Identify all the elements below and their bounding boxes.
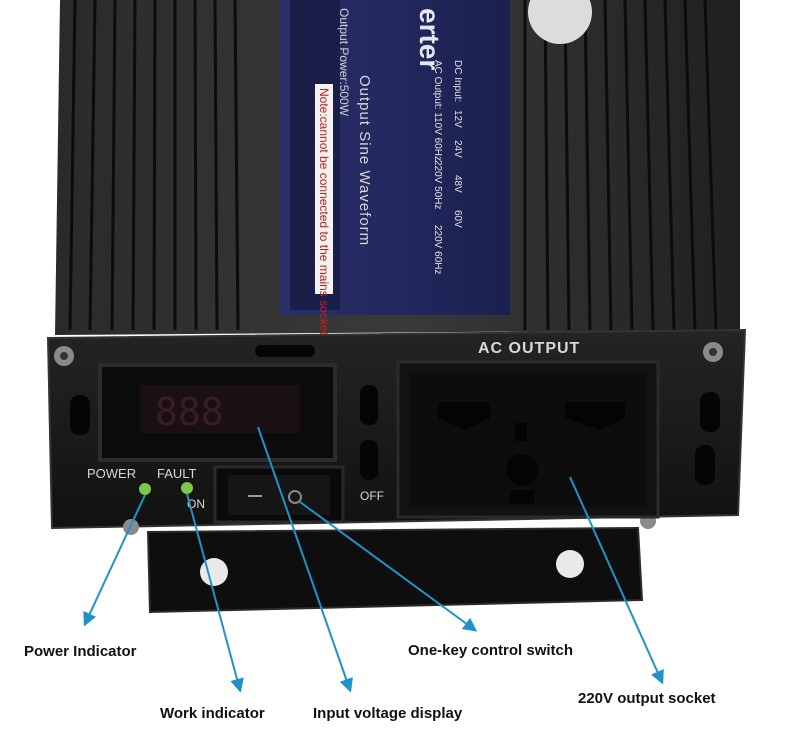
callout-work-indicator: Work indicator (160, 705, 265, 722)
ac-socket[interactable] (396, 360, 660, 519)
label-dc-24v: 24V (452, 140, 463, 158)
callout-power-indicator: Power Indicator (24, 643, 137, 660)
svg-text:888: 888 (155, 390, 224, 434)
mounting-bracket (146, 526, 644, 614)
callout-line-work (186, 493, 244, 693)
callout-line-socket (569, 476, 664, 685)
label-dc-48v: 48V (452, 175, 463, 193)
label-ac-50hz: 220V 50Hz (432, 160, 443, 209)
rocker-switch[interactable] (213, 465, 345, 524)
callout-one-key-switch: One-key control switch (408, 642, 574, 659)
label-waveform: Output Sine Waveform (356, 75, 373, 246)
callout-line-switch (299, 501, 478, 632)
label-dc-input: DC Input: (452, 60, 463, 102)
label-ac-60hz: 220V 60Hz (432, 225, 443, 274)
fault-led (181, 482, 193, 494)
label-ac-output: AC Output: 110V 60Hz (432, 60, 443, 161)
label-dc-60v: 60V (452, 210, 463, 228)
ac-output-label: AC OUTPUT (478, 340, 580, 357)
label-output-power: Output Power:500W (337, 8, 351, 117)
callout-line-display (257, 426, 353, 693)
power-led (139, 483, 151, 495)
callout-lines (83, 426, 664, 693)
label-brand: erter (414, 8, 445, 70)
label-warning: Note:cannot be connected to the mains so… (317, 88, 331, 335)
voltage-display: 888 (98, 363, 337, 462)
fault-led-label: FAULT (157, 466, 197, 481)
callout-output-socket: 220V output socket (578, 690, 716, 707)
qc-seal (528, 0, 592, 44)
callout-input-voltage-display: Input voltage display (313, 705, 463, 722)
callout-line-power (83, 494, 146, 627)
power-led-label: POWER (87, 466, 136, 481)
switch-off-label: OFF (360, 489, 384, 503)
label-dc-12v: 12V (452, 110, 463, 128)
product-label: erter Output Power:500W Output Sine Wave… (280, 0, 510, 335)
